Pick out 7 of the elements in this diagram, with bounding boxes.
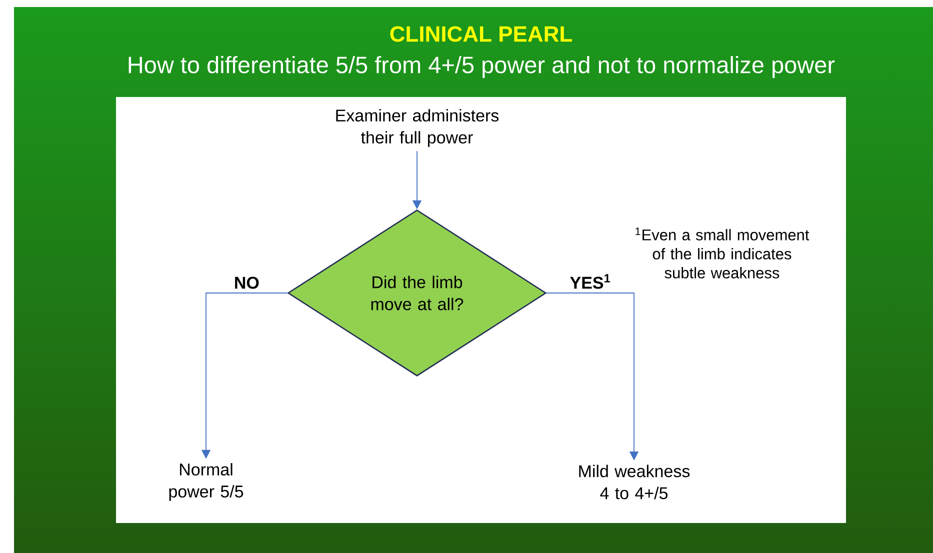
title: CLINICAL PEARL bbox=[390, 26, 572, 42]
step-text: Examiner administers their full power bbox=[336, 109, 499, 147]
subtitle: How to differentiate 5/5 from 4+/5 power and not to normalize power bbox=[128, 56, 835, 78]
outcome-text: Normal power 5/5 bbox=[169, 463, 244, 501]
edge-label: YES$^{1}$ bbox=[568, 273, 612, 290]
outcome-text: Mild weakness 4 to 4+/5 bbox=[579, 464, 690, 500]
footnote: $^{1}$Even a small movement of the limb indicates subtle weakness bbox=[636, 228, 810, 278]
